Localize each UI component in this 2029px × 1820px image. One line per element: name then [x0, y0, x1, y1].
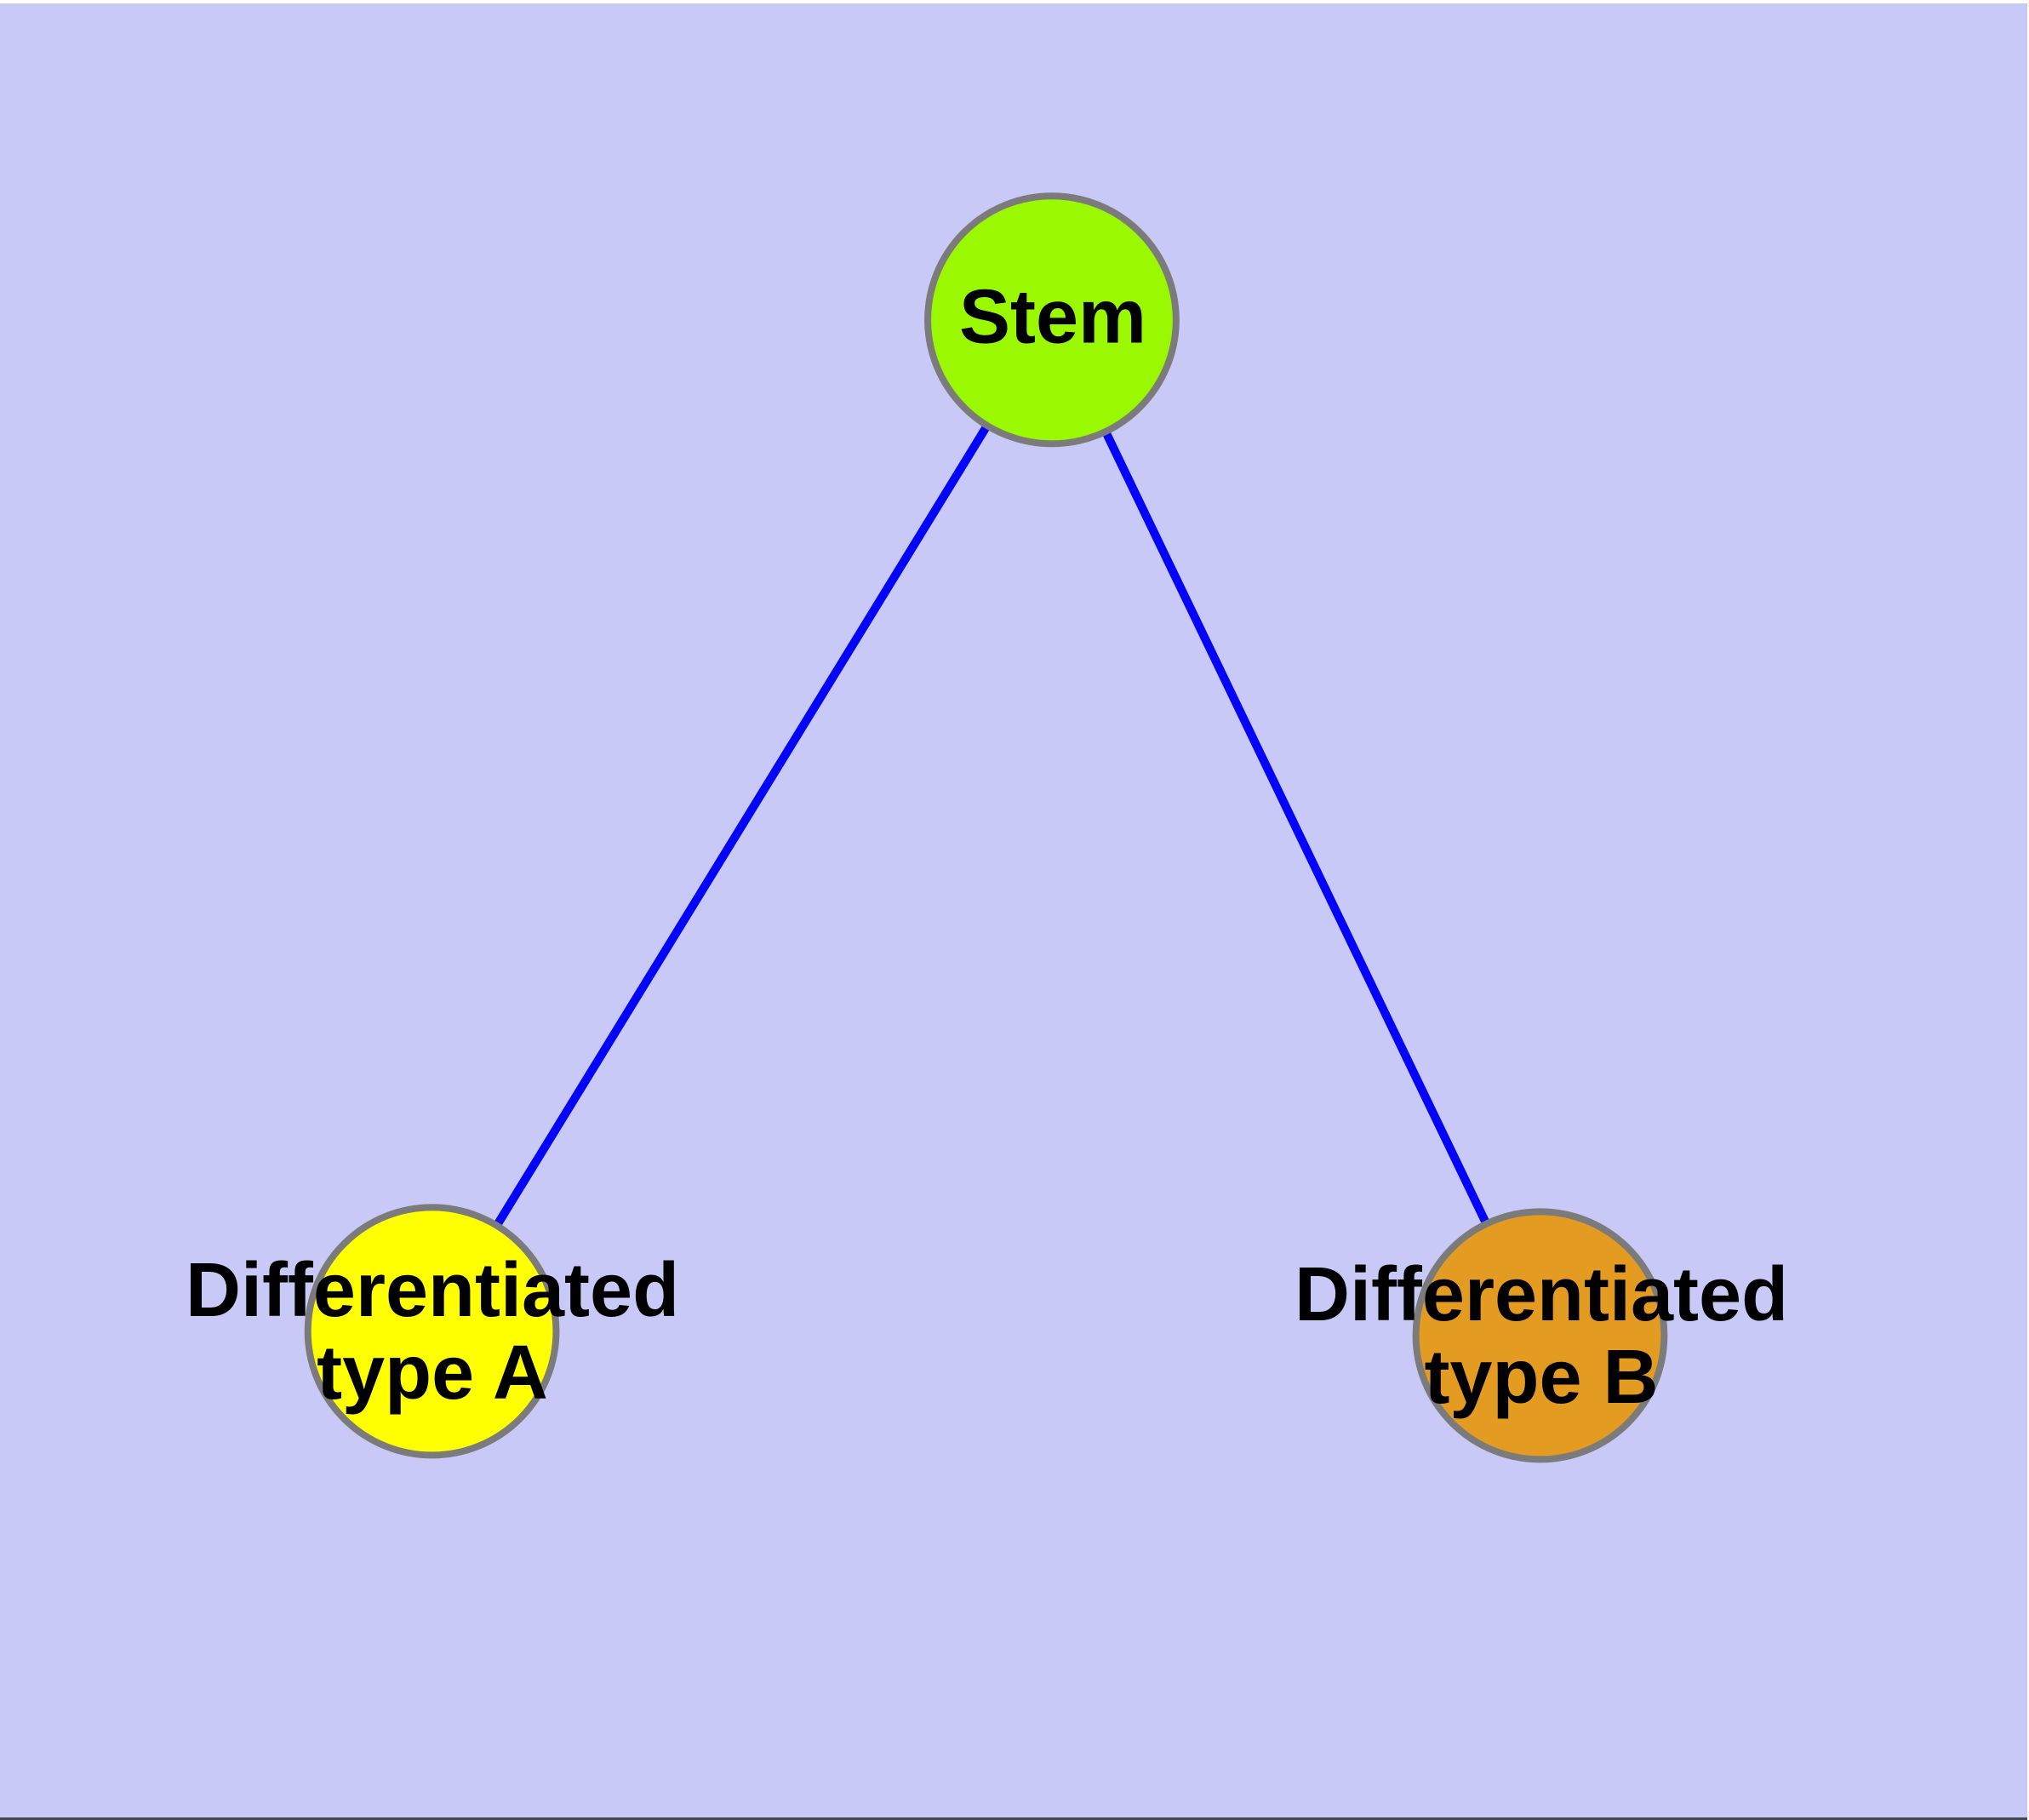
node-stem[interactable]	[924, 192, 1180, 448]
edge-stem-diff-a[interactable]	[428, 318, 1056, 1334]
node-diff-a[interactable]	[304, 1204, 560, 1459]
node-diff-b[interactable]	[1412, 1208, 1668, 1463]
edge-stem-diff-b[interactable]	[1048, 318, 1544, 1338]
graph-svg	[304, 192, 1668, 1463]
